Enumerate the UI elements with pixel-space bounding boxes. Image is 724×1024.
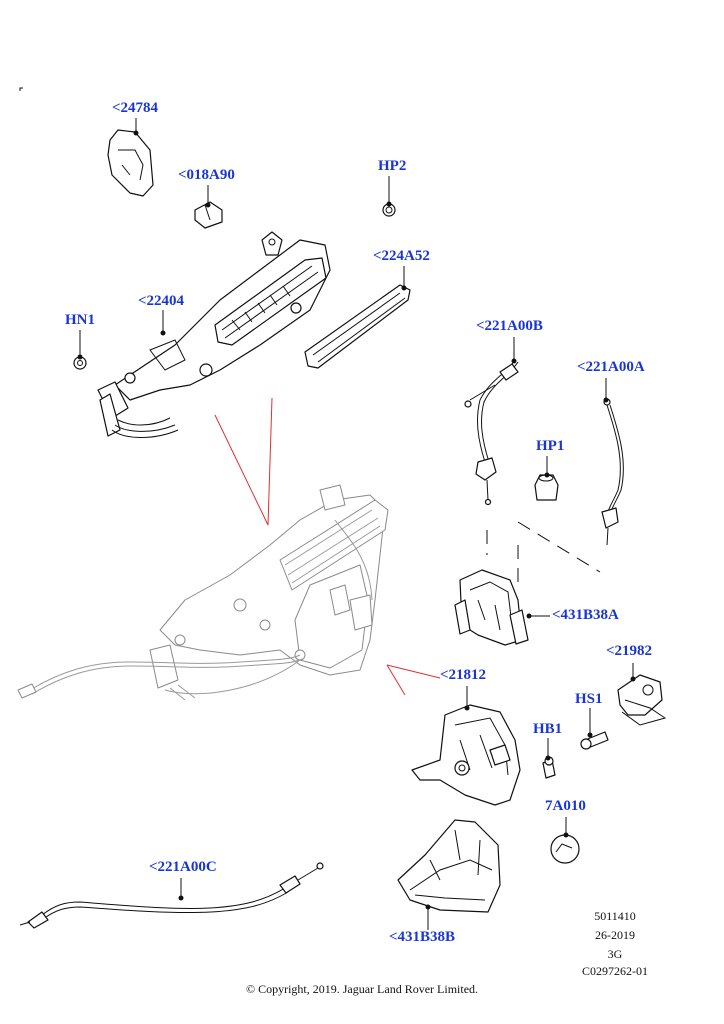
callout-21812[interactable]: <21812 xyxy=(440,667,487,683)
copyright-notice: © Copyright, 2019. Jaguar Land Rover Lim… xyxy=(245,982,479,996)
cover-431B38A xyxy=(454,569,550,646)
latch-21812 xyxy=(411,686,521,806)
screw-HS1 xyxy=(580,708,609,750)
callout-HN1[interactable]: HN1 xyxy=(65,312,95,328)
callout-HP2[interactable]: HP2 xyxy=(378,158,407,174)
indicator-lines-lower xyxy=(386,664,441,696)
callout-221A00A[interactable]: <221A00A xyxy=(577,359,645,375)
date-code: 26-2019 xyxy=(595,928,635,942)
callout-21982[interactable]: <21982 xyxy=(606,643,653,659)
cable-221A00A xyxy=(601,378,624,546)
cable-221A00C xyxy=(19,862,324,929)
callout-431B38B[interactable]: <431B38B xyxy=(389,929,456,945)
handle-housing-22404 xyxy=(97,231,331,438)
callout-431B38A[interactable]: <431B38A xyxy=(552,607,619,623)
plug-HP2 xyxy=(382,176,396,217)
callout-221A00C[interactable]: <221A00C xyxy=(149,859,217,875)
variant-code: 3G xyxy=(607,947,623,961)
cap-7A010 xyxy=(550,817,580,864)
corner-mark xyxy=(19,87,23,91)
cable-221A00B xyxy=(464,337,519,506)
ghost-assembly xyxy=(17,484,389,701)
callout-HP1[interactable]: HP1 xyxy=(536,438,565,454)
callout-22404[interactable]: <22404 xyxy=(138,293,185,309)
indicator-lines-upper xyxy=(214,397,273,526)
callout-018A90[interactable]: <018A90 xyxy=(178,167,235,183)
bracket-24784 xyxy=(107,118,154,197)
shield-431B38B xyxy=(397,819,501,930)
bracket-21982 xyxy=(617,663,667,726)
bolt-HB1 xyxy=(542,738,556,779)
gasket-224A52 xyxy=(304,266,411,369)
alignment-dashes xyxy=(486,521,601,590)
callout-7A010[interactable]: 7A010 xyxy=(545,798,586,814)
callout-221A00B[interactable]: <221A00B xyxy=(476,318,543,334)
clip-018A90 xyxy=(194,185,223,229)
nut-HN1 xyxy=(73,330,87,370)
plug-HP1 xyxy=(534,456,559,501)
callout-HS1[interactable]: HS1 xyxy=(575,691,603,707)
illustration-number: C0297262-01 xyxy=(582,964,648,978)
callout-224A52[interactable]: <224A52 xyxy=(373,248,430,264)
reference-number: 5011410 xyxy=(594,909,636,923)
callout-HB1[interactable]: HB1 xyxy=(533,721,563,737)
callout-24784[interactable]: <24784 xyxy=(112,100,159,116)
